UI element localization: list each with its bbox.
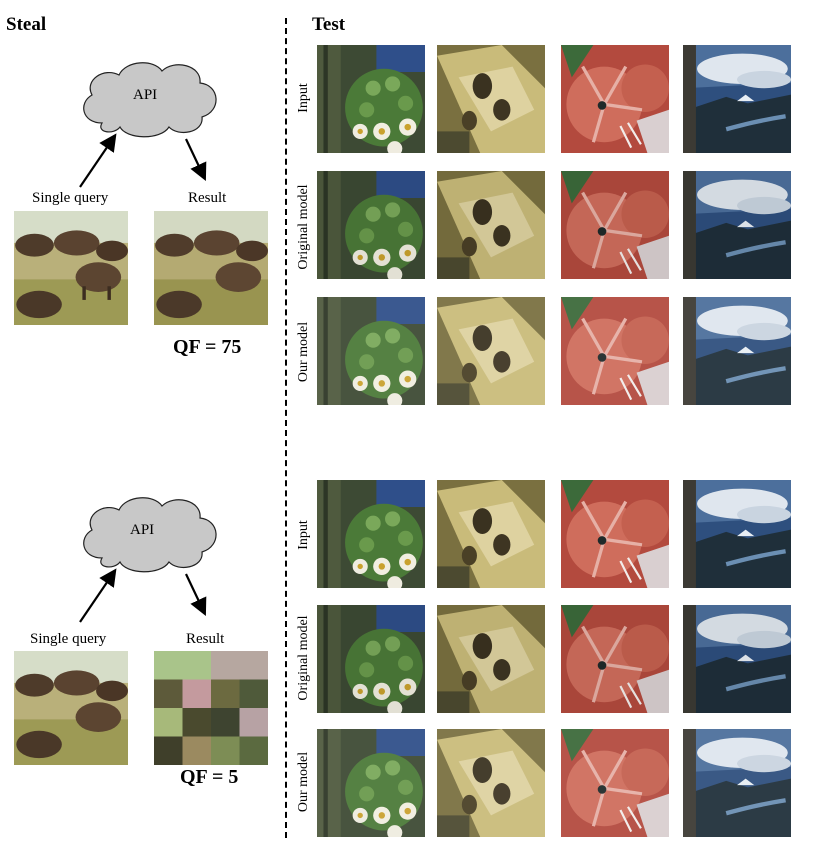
test-image-red-coral (561, 605, 669, 713)
test-image-cactus-flower (317, 45, 425, 153)
row-label-input: Input (296, 520, 311, 550)
test-image-driftwood (437, 297, 545, 405)
test-image-mountain-lake (683, 605, 791, 713)
api-label: API (130, 522, 155, 538)
result-label: Result (186, 631, 225, 647)
test-image-cactus-flower (317, 605, 425, 713)
row-label-our-model: Our model (296, 321, 311, 383)
test-image-mountain-lake (683, 297, 791, 405)
api-cloud (83, 62, 217, 138)
api-cloud (83, 497, 217, 573)
test-heading: Test (312, 14, 346, 35)
test-image-driftwood (437, 729, 545, 837)
test-image-mountain-lake (683, 171, 791, 279)
test-image-driftwood (437, 480, 545, 588)
query-image (14, 211, 128, 325)
row-label-original-model: Original model (296, 184, 311, 270)
test-image-cactus-flower (317, 729, 425, 837)
result-image (154, 211, 268, 325)
query-arrows (79, 133, 207, 188)
query-arrows (79, 568, 207, 623)
test-image-cactus-flower (317, 171, 425, 279)
row-label-input: Input (296, 83, 311, 113)
test-image-mountain-lake (683, 729, 791, 837)
test-image-driftwood (437, 171, 545, 279)
qf-label: QF = 75 (173, 336, 242, 358)
test-image-mountain-lake (683, 45, 791, 153)
row-label-our-model: Our model (296, 751, 311, 813)
test-image-driftwood (437, 605, 545, 713)
result-image (154, 651, 268, 765)
section-divider (285, 18, 287, 838)
result-label: Result (188, 190, 227, 206)
test-image-cactus-flower (317, 297, 425, 405)
test-image-red-coral (561, 729, 669, 837)
single-query-label: Single query (32, 190, 109, 206)
row-label-original-model: Original model (296, 615, 311, 701)
test-image-red-coral (561, 171, 669, 279)
test-image-red-coral (561, 45, 669, 153)
api-label: API (133, 87, 158, 103)
test-image-driftwood (437, 45, 545, 153)
test-image-cactus-flower (317, 480, 425, 588)
single-query-label: Single query (30, 631, 107, 647)
test-image-mountain-lake (683, 480, 791, 588)
qf-label: QF = 5 (180, 766, 239, 788)
test-image-red-coral (561, 480, 669, 588)
query-image (14, 651, 128, 765)
steal-heading: Steal (6, 14, 47, 35)
test-image-red-coral (561, 297, 669, 405)
